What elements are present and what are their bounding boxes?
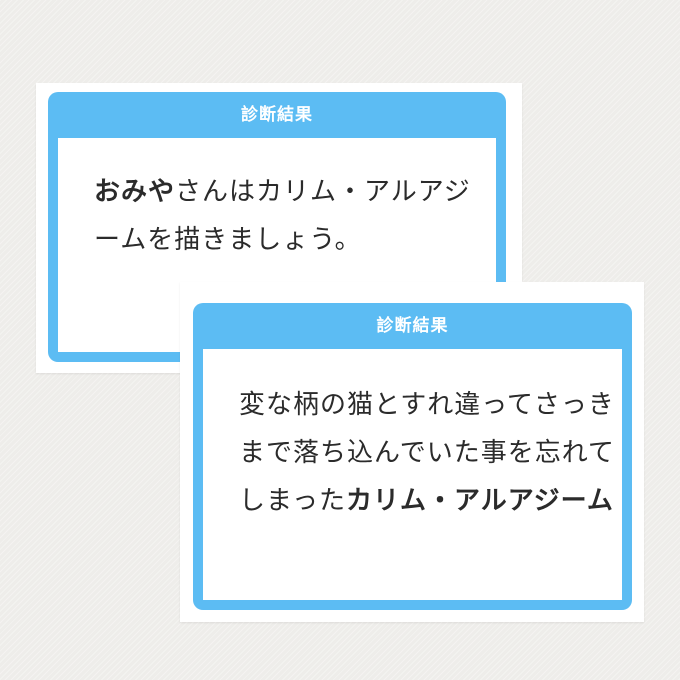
diagnosis-result-card-front: 診断結果 変な柄の猫とすれ違ってさっきまで落ち込んでいた事を忘れてしまったカリム…	[193, 303, 632, 610]
character-name: カリム・アルアジーム	[345, 486, 614, 516]
card-header-title: 診断結果	[376, 316, 449, 336]
card-body: おみやさんはカリム・アルアジームを描きましょう。	[58, 138, 496, 352]
diagnosis-result-card-back: 診断結果 おみやさんはカリム・アルアジームを描きましょう。	[48, 92, 506, 362]
result-message: おみやさんはカリム・アルアジームを描きましょう。	[94, 168, 494, 264]
result-message: 変な柄の猫とすれ違ってさっきまで落ち込んでいた事を忘れてしまったカリム・アルアジ…	[239, 381, 619, 525]
card-body: 変な柄の猫とすれ違ってさっきまで落ち込んでいた事を忘れてしまったカリム・アルアジ…	[203, 349, 622, 600]
user-name: おみや	[94, 177, 176, 207]
result-message-text: 変な柄の猫とすれ違ってさっきまで落ち込んでいた事を忘れてしまった	[239, 390, 615, 516]
card-header-title: 診断結果	[241, 105, 313, 125]
result-message-text: さんはカリム・アルアジームを描きましょう。	[94, 177, 471, 255]
